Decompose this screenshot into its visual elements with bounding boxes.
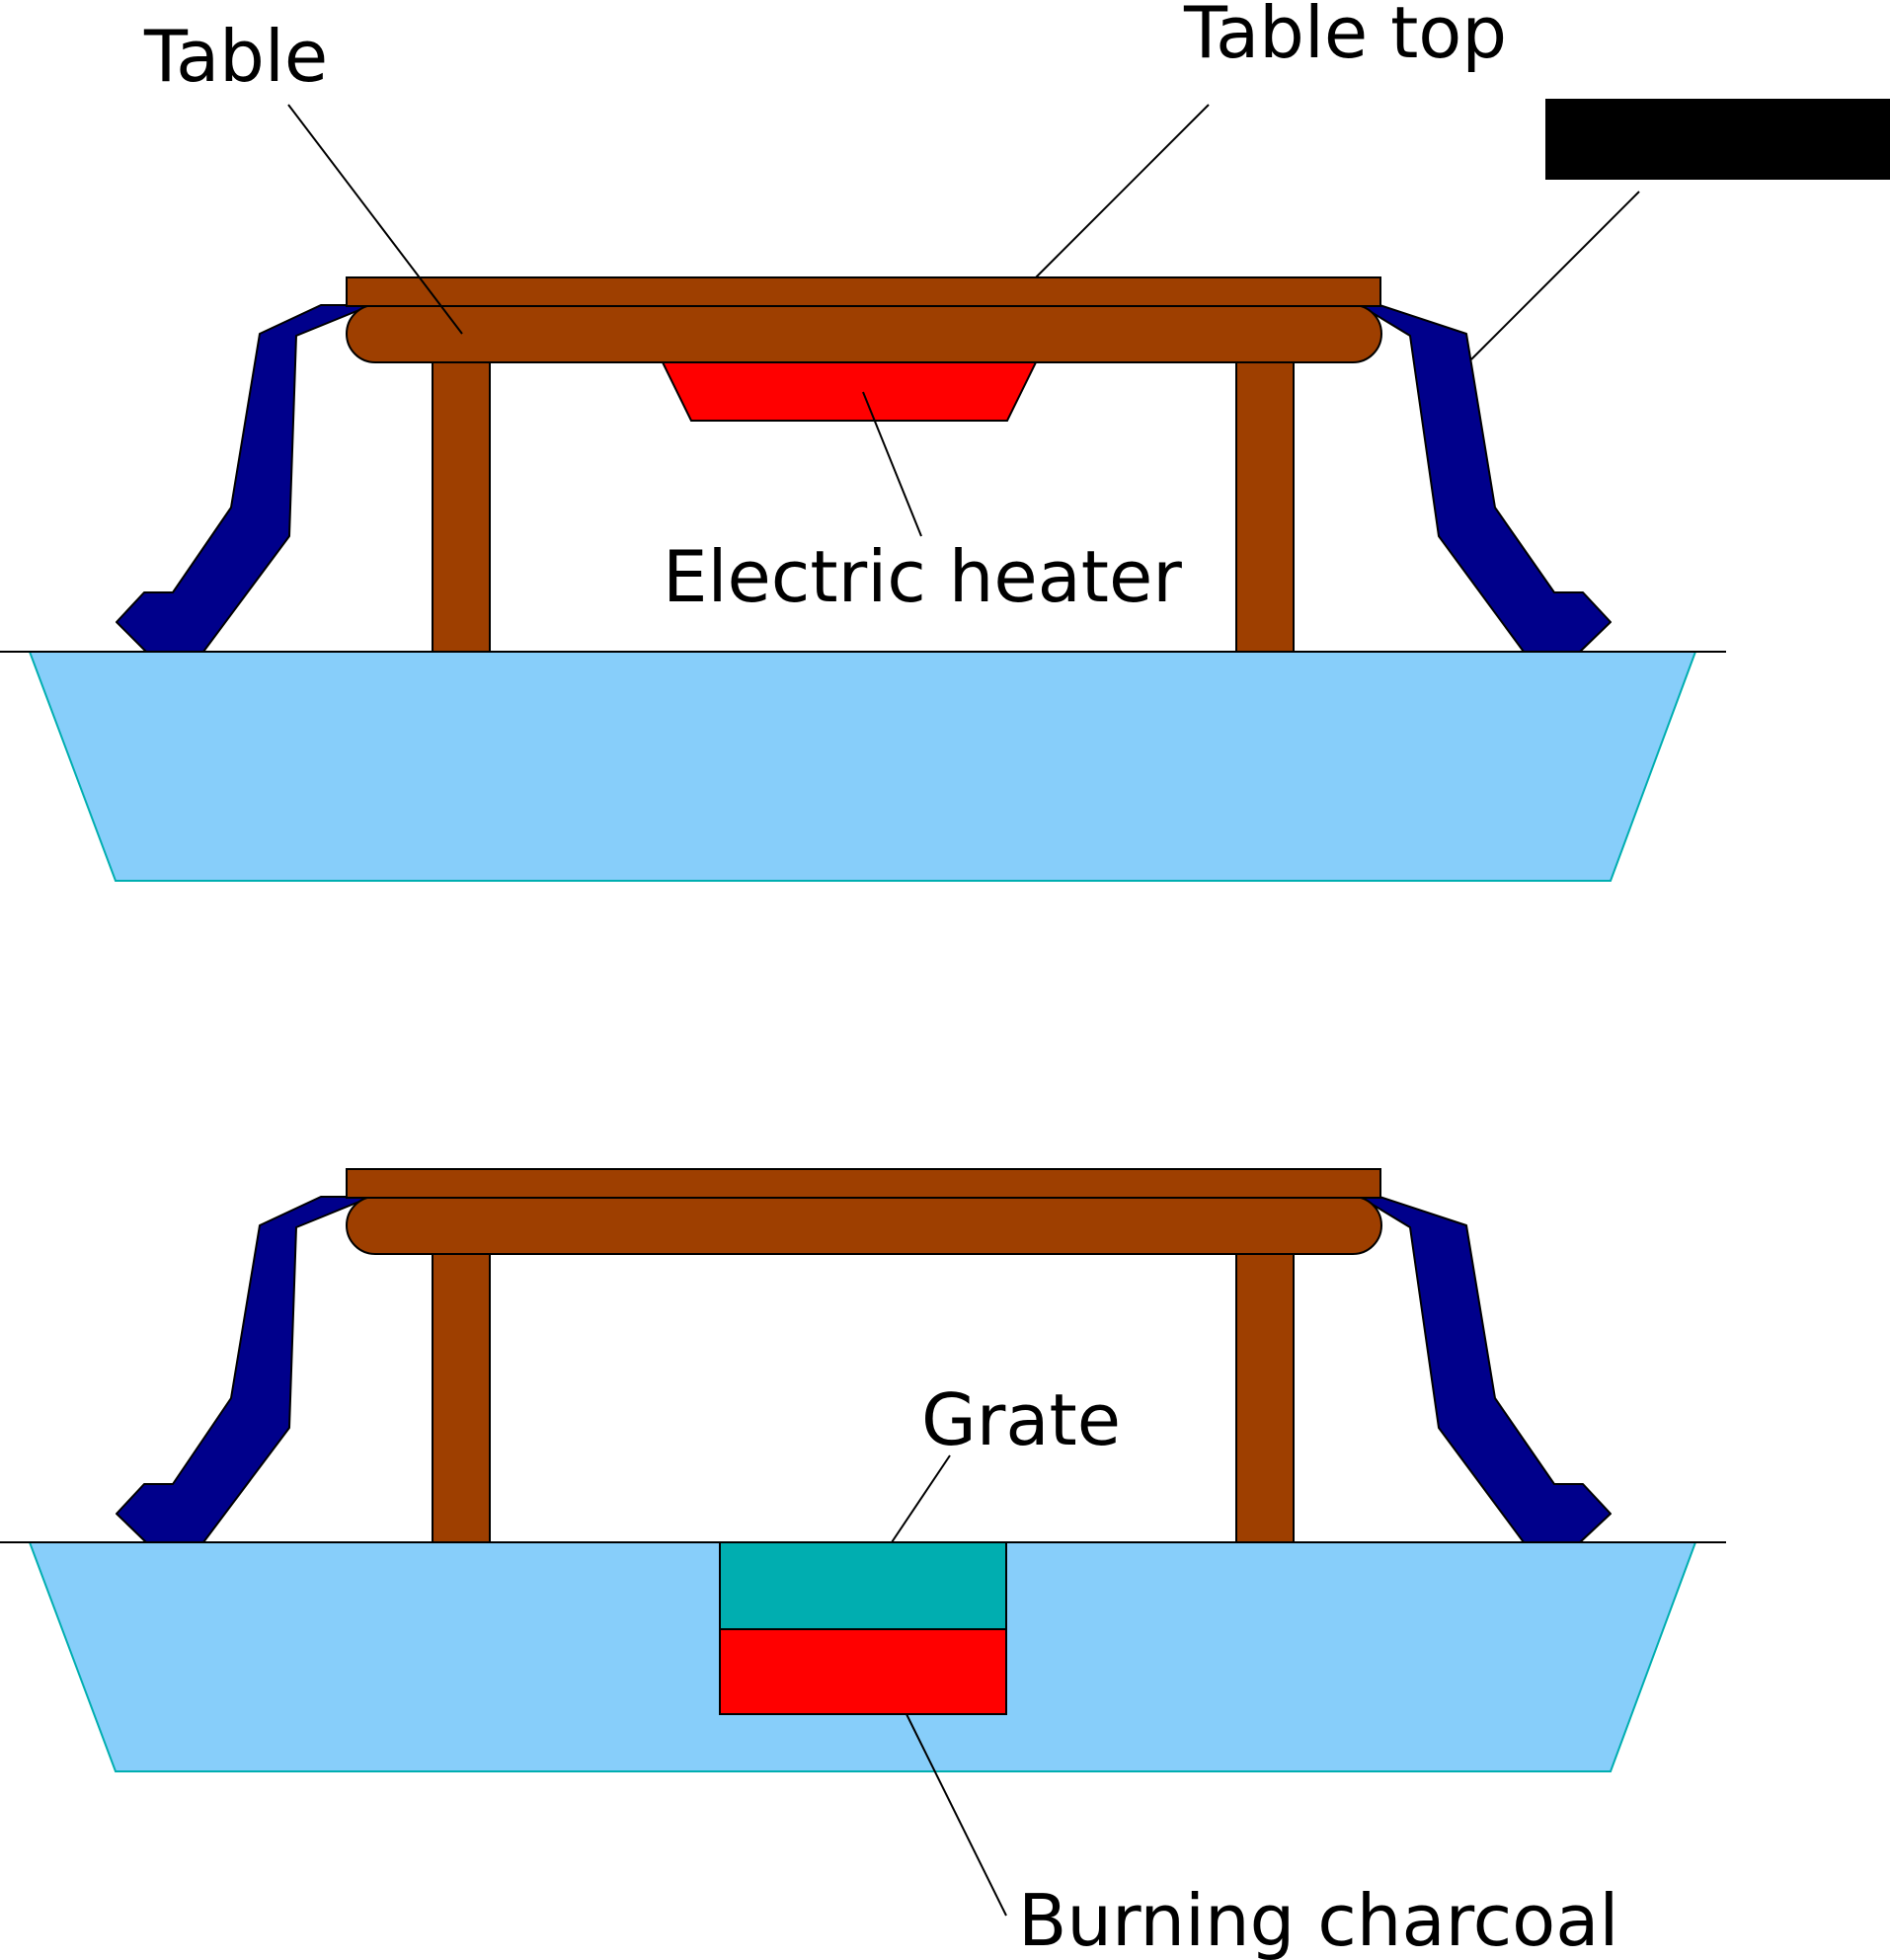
callout-box xyxy=(1545,99,1890,180)
leader-table xyxy=(287,104,463,335)
electric-kotatsu-panel: Table Table top Electric heater xyxy=(0,0,1890,882)
leader-burning-charcoal xyxy=(906,1713,1007,1917)
grate-compartment xyxy=(719,1541,1007,1630)
futon-right xyxy=(1359,1196,1612,1543)
table-top-board xyxy=(346,276,1381,307)
table-leg-right xyxy=(1235,1251,1295,1543)
futon-left xyxy=(116,1196,372,1543)
electric-heater xyxy=(661,361,1038,422)
label-electric-heater: Electric heater xyxy=(663,535,1182,618)
burning-charcoal xyxy=(719,1628,1007,1715)
futon-left xyxy=(116,304,372,653)
table-frame xyxy=(346,304,1382,363)
table-leg-right xyxy=(1235,359,1295,653)
table-leg-left xyxy=(432,1251,491,1543)
table-frame xyxy=(346,1196,1382,1255)
leader-table-top xyxy=(1035,104,1210,278)
label-table: Table xyxy=(143,15,328,98)
floor-pit xyxy=(28,651,1697,882)
leader-grate xyxy=(891,1454,951,1543)
futon-right xyxy=(1359,304,1612,653)
label-table-top: Table top xyxy=(1183,0,1507,74)
table-top-board xyxy=(346,1168,1381,1199)
charcoal-kotatsu-panel: Grate Burning charcoal xyxy=(0,1168,1726,1960)
label-grate: Grate xyxy=(921,1378,1121,1461)
leader-electric-heater xyxy=(862,391,922,537)
table-leg-left xyxy=(432,359,491,653)
label-burning-charcoal: Burning charcoal xyxy=(1018,1879,1618,1960)
leader-futon xyxy=(1470,191,1640,360)
